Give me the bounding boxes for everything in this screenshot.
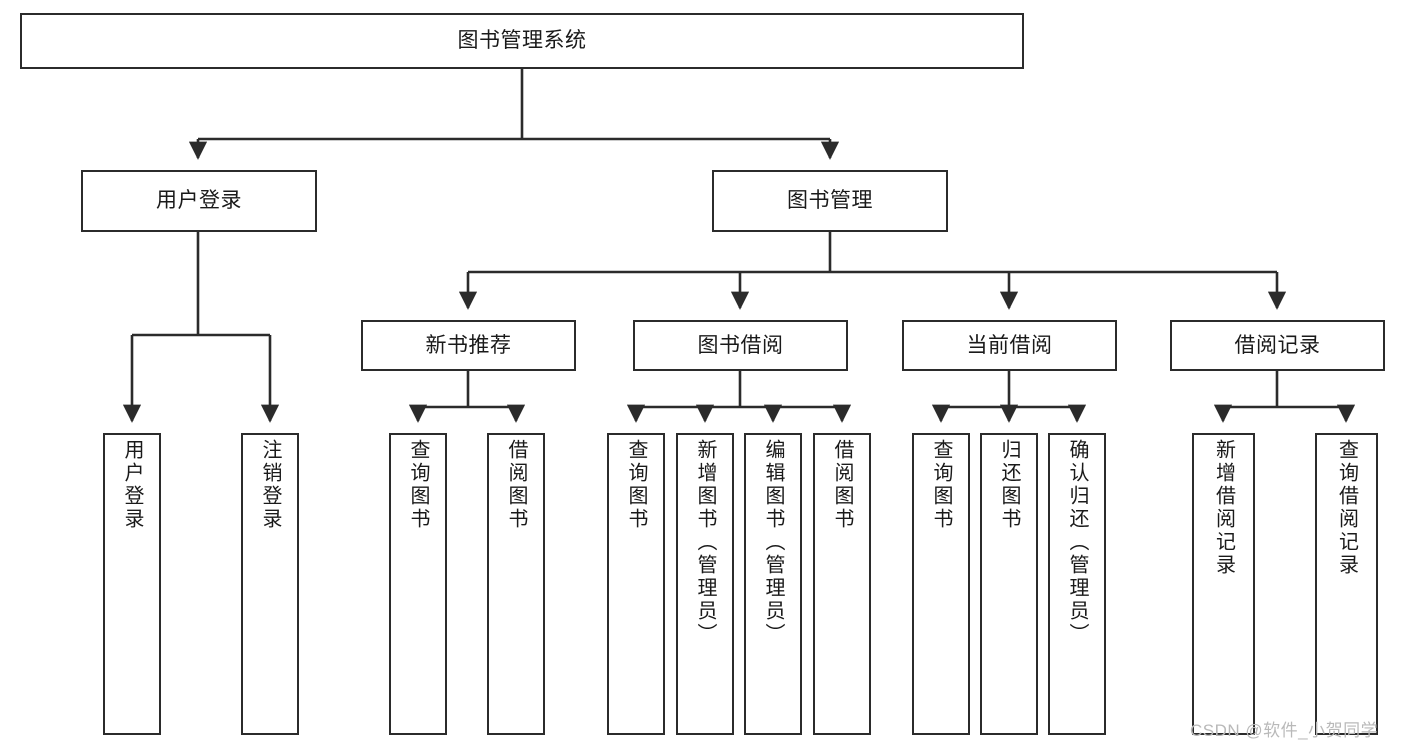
- leaf-record-query-record[interactable]: 查询借阅记录: [1315, 433, 1378, 735]
- node-label: 查询借阅记录: [1335, 439, 1358, 577]
- node-new-book-recommend[interactable]: 新书推荐: [361, 320, 576, 371]
- node-user-login[interactable]: 用户登录: [81, 170, 317, 232]
- node-label: 图书管理: [787, 189, 873, 213]
- leaf-current-confirm-return-admin[interactable]: 确认归还（管理员）: [1048, 433, 1106, 735]
- node-label: 查询图书: [625, 439, 647, 531]
- node-label: 用户登录: [121, 439, 143, 531]
- node-label: 新增图书（管理员）: [694, 439, 716, 646]
- node-label: 借阅图书: [505, 439, 527, 531]
- node-label: 新书推荐: [425, 333, 512, 357]
- node-label: 注销登录: [259, 439, 281, 531]
- node-current-borrow[interactable]: 当前借阅: [902, 320, 1117, 371]
- leaf-borrow-query-book[interactable]: 查询图书: [607, 433, 665, 735]
- node-label: 查询图书: [930, 439, 952, 531]
- node-label: 当前借阅: [966, 333, 1053, 357]
- leaf-current-return-book[interactable]: 归还图书: [980, 433, 1038, 735]
- node-label: 归还图书: [998, 439, 1020, 531]
- leaf-borrow-add-book-admin[interactable]: 新增图书（管理员）: [676, 433, 734, 735]
- leaf-user-login-logout[interactable]: 注销登录: [241, 433, 299, 735]
- node-label: 新增借阅记录: [1212, 439, 1235, 577]
- leaf-new-book-query[interactable]: 查询图书: [389, 433, 447, 735]
- leaf-record-add-record[interactable]: 新增借阅记录: [1192, 433, 1255, 735]
- node-label: 借阅记录: [1234, 333, 1321, 357]
- node-book-management[interactable]: 图书管理: [712, 170, 948, 232]
- node-label: 编辑图书（管理员）: [762, 439, 784, 646]
- node-label: 查询图书: [407, 439, 429, 531]
- node-label: 确认归还（管理员）: [1066, 439, 1088, 646]
- node-label: 图书管理系统: [457, 29, 587, 53]
- node-borrow-record[interactable]: 借阅记录: [1170, 320, 1385, 371]
- leaf-borrow-edit-book-admin[interactable]: 编辑图书（管理员）: [744, 433, 802, 735]
- node-label: 用户登录: [156, 189, 242, 213]
- leaf-current-query-book[interactable]: 查询图书: [912, 433, 970, 735]
- leaf-borrow-borrow-book[interactable]: 借阅图书: [813, 433, 871, 735]
- watermark-text: CSDN @软件_小贺同学: [1190, 721, 1379, 740]
- node-book-borrow[interactable]: 图书借阅: [633, 320, 848, 371]
- node-label: 图书借阅: [697, 333, 784, 357]
- leaf-new-book-borrow[interactable]: 借阅图书: [487, 433, 545, 735]
- node-root-system[interactable]: 图书管理系统: [20, 13, 1024, 69]
- leaf-user-login-login[interactable]: 用户登录: [103, 433, 161, 735]
- node-label: 借阅图书: [831, 439, 853, 531]
